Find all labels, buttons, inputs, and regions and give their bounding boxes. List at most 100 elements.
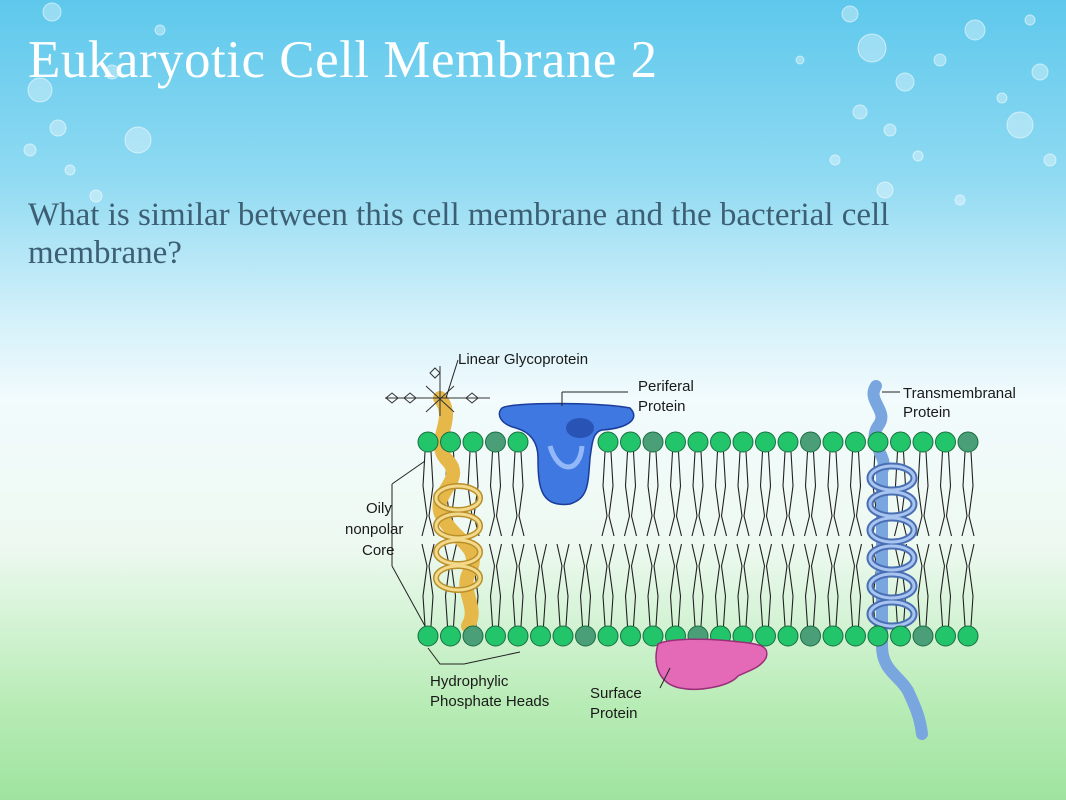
lipid-tail [608,451,615,537]
lipid-tail [826,451,833,537]
lipid-tail [698,543,705,627]
lipid-tail [623,543,631,627]
lipid-tail [923,451,930,537]
phosphate-head [777,625,799,647]
linear-glycoprotein [385,366,490,633]
lipid-tail [781,451,788,537]
lipid-tail [720,451,728,537]
lipid-tail [646,543,653,627]
surface-protein [655,638,768,690]
phosphate-head [935,625,956,647]
lipid-tail [736,543,743,627]
lipid-tail [511,451,518,537]
lipid-tail [758,543,766,627]
lipid-tail [668,543,676,627]
phosphate-head [507,625,529,647]
phosphate-head [552,625,574,647]
lipid-tail [893,543,901,627]
lipid-tail [691,451,698,537]
lipid-tail [788,451,795,537]
phosphate-head [867,625,889,647]
lipid-tail [961,543,968,627]
lipid-tail [668,451,676,537]
lipid-tail [421,451,428,537]
phosphate-head [620,431,641,453]
lipid-tail [736,451,743,537]
label-surface-protein-1: Surface [590,685,642,702]
lipid-tail [556,543,563,627]
lipid-tail [450,543,458,627]
label-phosphate-heads-1: Hydrophylic [430,673,509,690]
lipid-tail [675,451,683,537]
upper-phosphate-heads [417,431,979,453]
label-linear-glycoprotein: Linear Glycoprotein [458,351,588,368]
phosphate-head [912,625,934,647]
lipid-tail [848,543,856,627]
phosphate-head [890,431,911,453]
lipid-tail [675,543,683,627]
lipid-tail [781,543,788,627]
lipid-tail [585,543,593,627]
lipid-tail [848,451,856,537]
lipid-tail [833,543,840,627]
phosphate-head [642,625,664,647]
lipid-tail [601,451,608,537]
lipid-tail [630,543,638,627]
lipid-tail [855,451,863,537]
label-periferal-protein-2: Protein [638,398,686,415]
lipid-tail [916,451,923,537]
lipid-tail [938,451,946,537]
phosphate-head [485,625,506,647]
slide-question: What is similar between this cell membra… [28,197,890,271]
cell-membrane-diagram: Linear Glycoprotein Periferal Protein Tr… [345,351,1016,740]
lipid-tail [653,543,660,627]
phosphate-head [777,431,799,453]
lipid-tail [945,543,953,627]
phosphate-head [822,625,844,647]
lipid-tail [803,543,811,627]
lipid-tail [743,451,750,537]
phosphate-head [440,625,461,647]
lipid-tail [810,543,818,627]
phosphate-head [440,431,461,453]
label-oily-core-1: Oily [366,500,392,517]
phosphate-head [732,431,754,453]
lipid-tail [938,543,946,627]
lipid-tail [923,543,930,627]
phosphate-head [755,625,776,647]
lipid-tail [488,543,496,627]
phosphate-head [642,431,664,453]
label-phosphate-heads-2: Phosphate Heads [430,693,549,710]
phosphate-head [957,431,979,453]
lipid-tail [968,451,975,537]
phosphate-head [822,431,844,453]
phosphate-head [597,431,619,453]
phosphate-head [755,431,776,453]
lipid-tail [713,543,721,627]
label-transmembranal-protein-2: Protein [903,404,951,421]
lipid-tail [803,451,811,537]
phosphate-head [957,625,979,647]
diagram-labels: Linear Glycoprotein Periferal Protein Tr… [345,351,1016,722]
phosphate-head [935,431,956,453]
slide-title: Eukaryotic Cell Membrane 2 [28,31,658,89]
phosphate-head [867,431,889,453]
phosphate-head [575,625,596,647]
phosphate-head [890,625,911,647]
lipid-tail [540,543,548,627]
lipid-tail [743,543,750,627]
lipid-tail [601,543,608,627]
phosphate-head [597,625,619,647]
lipid-tail [653,451,660,537]
lipid-tail [518,543,525,627]
phosphate-head [417,431,439,453]
phosphate-head [710,431,731,453]
lipid-tail [466,451,473,537]
lower-lipid-tails [421,543,975,627]
lipid-tail [578,543,586,627]
lipid-tail [916,543,923,627]
lipid-tail [608,543,615,627]
lipid-tail [788,543,795,627]
phosphate-head [462,431,484,453]
